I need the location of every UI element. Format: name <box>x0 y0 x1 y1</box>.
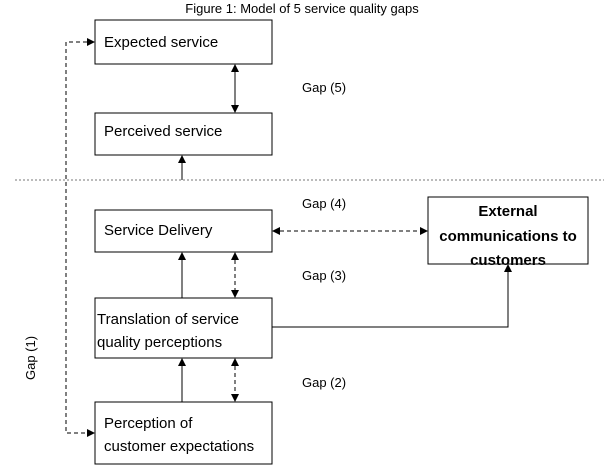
translation-label-1: Translation of service <box>97 311 239 328</box>
gap2-label: Gap (2) <box>302 375 346 390</box>
figure-title: Figure 1: Model of 5 service quality gap… <box>185 1 419 16</box>
service-delivery-box: Service Delivery <box>94 209 273 253</box>
perception-label-1: Perception of <box>104 415 193 432</box>
gap1-label: Gap (1) <box>23 336 38 380</box>
external-label-2: communications to <box>439 228 577 245</box>
translation-box: Translation of service quality perceptio… <box>94 297 273 359</box>
perceived-service-label: Perceived service <box>104 123 222 140</box>
gap5-label: Gap (5) <box>302 80 346 95</box>
external-label-3: customers <box>470 252 546 269</box>
gap3-label: Gap (3) <box>302 268 346 283</box>
translation-label-2: quality perceptions <box>97 334 222 351</box>
service-delivery-label: Service Delivery <box>104 222 213 239</box>
perception-label-2: customer expectations <box>104 438 254 455</box>
external-label-1: External <box>478 203 537 220</box>
expected-service-box: Expected service <box>94 19 273 65</box>
gap1-arrow <box>65 38 95 437</box>
expected-service-label: Expected service <box>104 34 218 51</box>
external-communications-box: External communications to customers <box>427 196 589 269</box>
perceived-service-box: Perceived service <box>94 112 273 156</box>
arrow-translation-to-external <box>272 264 512 328</box>
perception-box: Perception of customer expectations <box>94 401 273 465</box>
gap4-label: Gap (4) <box>302 196 346 211</box>
